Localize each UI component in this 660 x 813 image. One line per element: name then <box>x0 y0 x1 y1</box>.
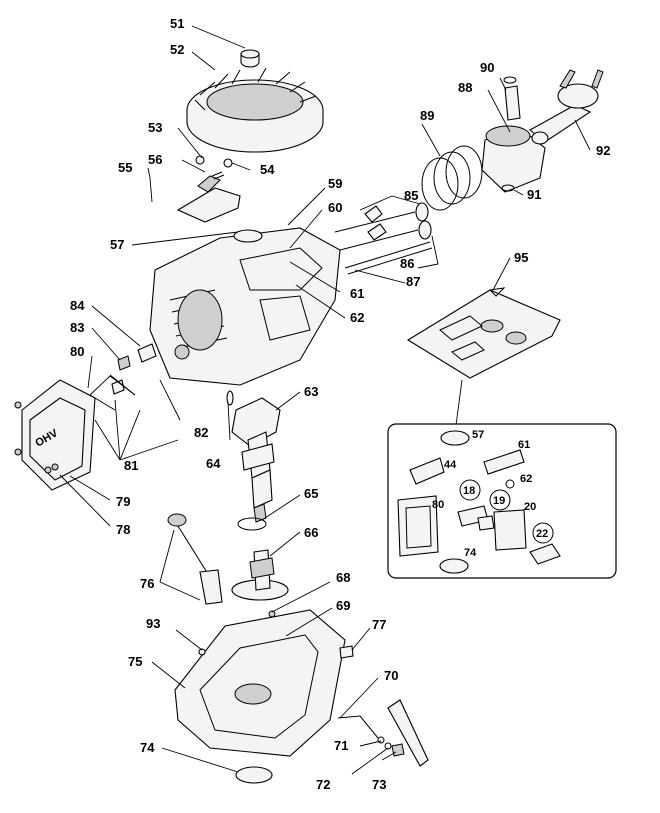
callout-62: 62 <box>350 310 364 325</box>
callout-labels: 51 52 53 54 55 56 57 59 60 61 62 63 64 6… <box>70 16 610 792</box>
callout-88: 88 <box>458 80 472 95</box>
callout-56: 56 <box>148 152 162 167</box>
callout-78: 78 <box>116 522 130 537</box>
callout-79: 79 <box>116 494 130 509</box>
camshaft <box>231 549 289 601</box>
flywheel <box>186 49 324 153</box>
inset-label-57: 57 <box>472 429 484 441</box>
inset-label-61: 61 <box>518 439 530 451</box>
callout-77: 77 <box>372 617 386 632</box>
dipstick <box>167 513 223 605</box>
callout-71: 71 <box>334 738 348 753</box>
inset-label-22: 22 <box>536 528 548 540</box>
callout-93: 93 <box>146 616 160 631</box>
callout-61: 61 <box>350 286 364 301</box>
callout-83: 83 <box>70 320 84 335</box>
inset-label-62: 62 <box>520 473 532 485</box>
callout-63: 63 <box>304 384 318 399</box>
inset-labels: 57 61 44 62 18 19 20 80 22 74 <box>432 429 554 559</box>
inset-label-18: 18 <box>463 485 475 497</box>
crankcase <box>174 609 354 784</box>
inset-label-44: 44 <box>444 459 457 471</box>
callout-68: 68 <box>336 570 350 585</box>
callout-82: 82 <box>194 425 208 440</box>
callout-80: 80 <box>70 344 84 359</box>
engine-block <box>149 227 341 386</box>
connecting-rod <box>529 69 604 145</box>
callout-75: 75 <box>128 654 142 669</box>
valves-pushrods <box>334 202 433 275</box>
callout-72: 72 <box>316 777 330 792</box>
callout-86: 86 <box>400 256 414 271</box>
callout-60: 60 <box>328 200 342 215</box>
inset-label-20: 20 <box>524 501 536 513</box>
callout-76: 76 <box>140 576 154 591</box>
callout-59: 59 <box>328 176 342 191</box>
callout-84: 84 <box>70 298 85 313</box>
leader-lines <box>59 25 591 775</box>
crankshaft <box>226 390 281 531</box>
inset-label-80: 80 <box>432 499 444 511</box>
callout-89: 89 <box>420 108 434 123</box>
gasket-kit-bag <box>406 287 561 379</box>
ignition-bracket <box>176 155 241 223</box>
callout-55: 55 <box>118 160 132 175</box>
callout-85: 85 <box>404 188 418 203</box>
callout-73: 73 <box>372 777 386 792</box>
callout-54: 54 <box>260 162 275 177</box>
inset-label-74: 74 <box>464 547 477 559</box>
callout-74: 74 <box>140 740 155 755</box>
callout-53: 53 <box>148 120 162 135</box>
callout-92: 92 <box>596 143 610 158</box>
callout-69: 69 <box>336 598 350 613</box>
callout-87: 87 <box>406 274 420 289</box>
callout-70: 70 <box>384 668 398 683</box>
callout-90: 90 <box>480 60 494 75</box>
callout-95: 95 <box>514 250 528 265</box>
valve-cover: OHV <box>14 343 157 491</box>
callout-66: 66 <box>304 525 318 540</box>
callout-52: 52 <box>170 42 184 57</box>
callout-57: 57 <box>110 237 124 252</box>
piston-assembly <box>421 76 546 211</box>
governor-shaft <box>337 699 429 767</box>
callout-91: 91 <box>527 187 541 202</box>
callout-65: 65 <box>304 486 318 501</box>
gasket-kit-inset <box>387 423 617 579</box>
callout-64: 64 <box>206 456 221 471</box>
inset-label-19: 19 <box>493 495 505 507</box>
callout-81: 81 <box>124 458 138 473</box>
callout-51: 51 <box>170 16 184 31</box>
